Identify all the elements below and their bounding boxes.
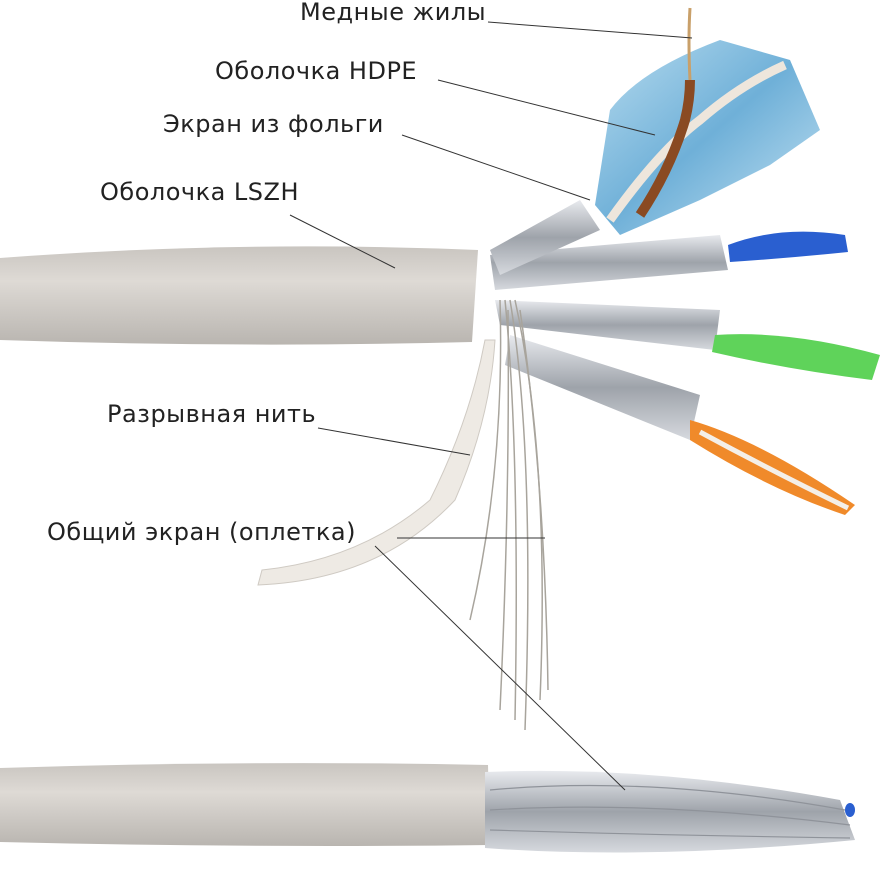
braid-strands: [469, 299, 549, 731]
foil-pair-1: [490, 235, 728, 290]
label-overall-braid: Общий экран (оплетка): [47, 518, 356, 546]
blue-wire-tip: [845, 803, 855, 817]
blue-pair: [728, 231, 848, 262]
foil-pair-2: [495, 300, 720, 350]
blue-foil-pair: [595, 40, 820, 235]
foil-pair-4: [490, 200, 600, 275]
lszh-jacket-top: [0, 246, 478, 345]
rip-cord: [257, 339, 496, 586]
leader-lines: [289, 21, 693, 791]
label-hdpe-insulation: Оболочка HDPE: [215, 57, 418, 85]
brown-wire: [635, 79, 695, 218]
copper-conductor: [687, 7, 692, 81]
green-pair: [712, 334, 880, 380]
foil-pair-3: [505, 335, 700, 440]
white-wire: [606, 60, 787, 223]
lszh-jacket-bottom: [0, 763, 490, 846]
label-rip-cord: Разрывная нить: [107, 400, 317, 428]
braid-bottom: [485, 770, 855, 853]
label-lszh-jacket: Оболочка LSZH: [100, 178, 300, 206]
label-copper-conductors: Медные жилы: [300, 0, 487, 26]
label-foil-shield: Экран из фольги: [163, 110, 384, 138]
